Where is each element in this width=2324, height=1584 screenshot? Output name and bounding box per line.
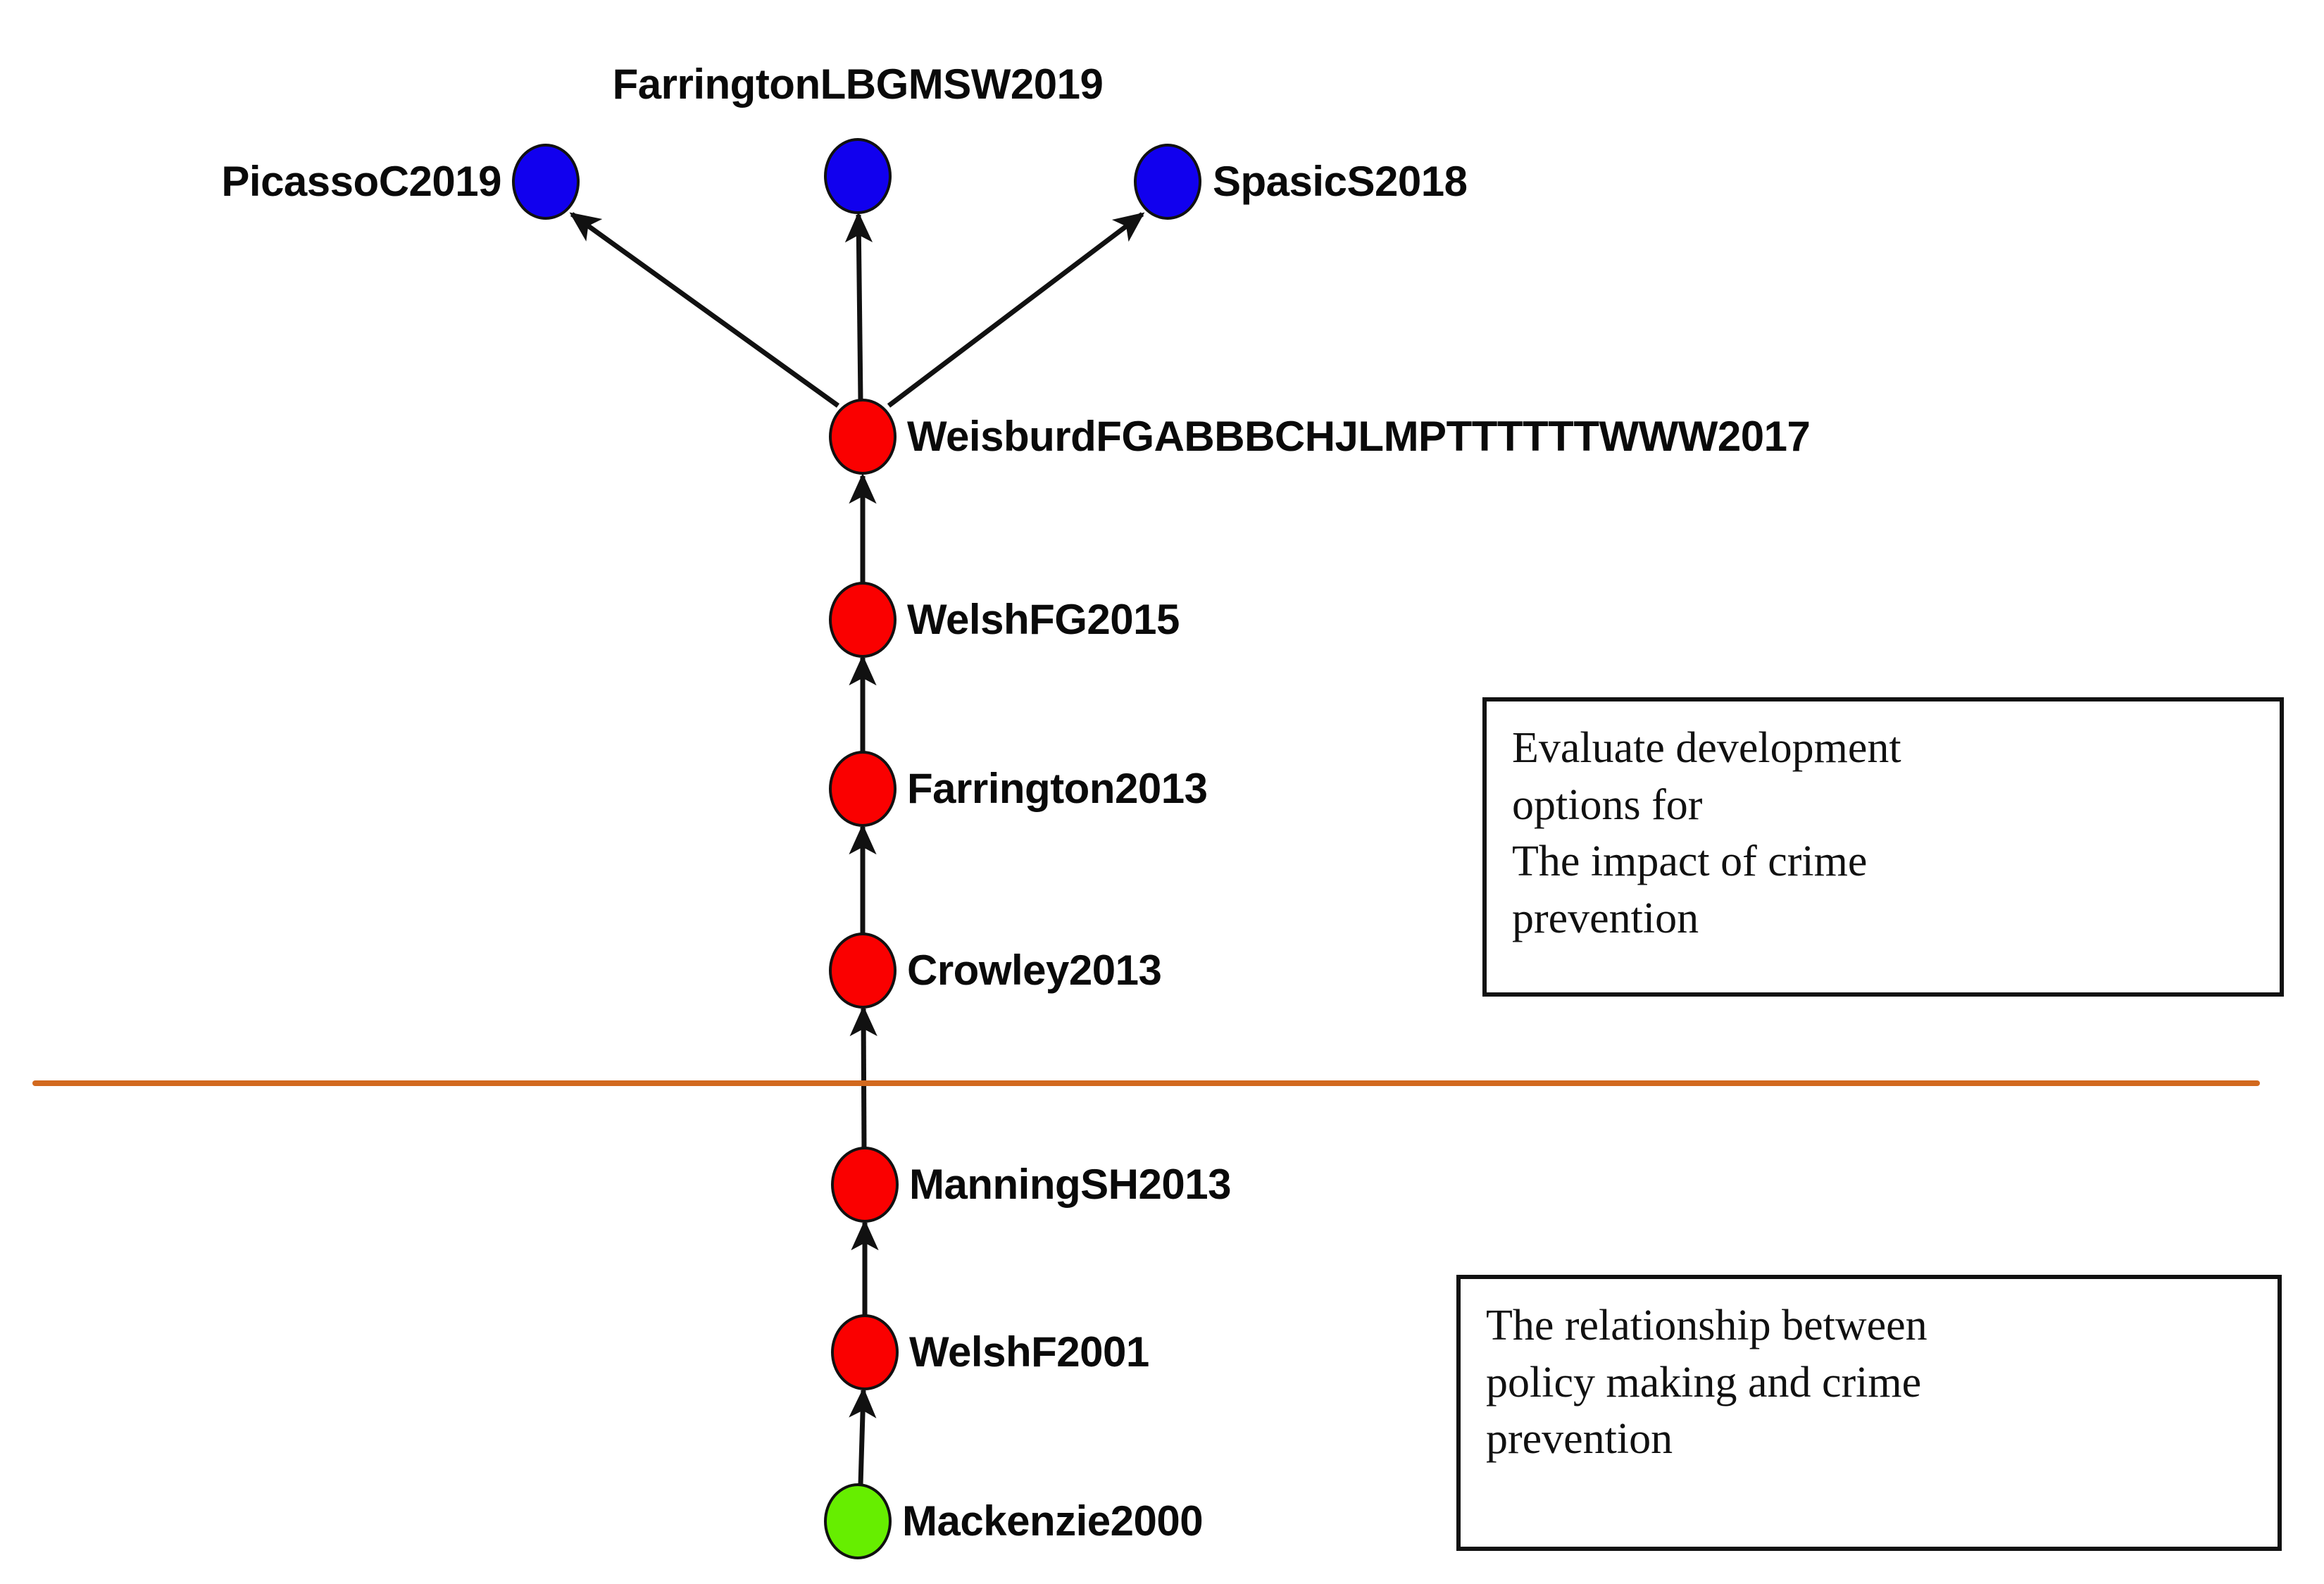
node-farrington19[interactable] (824, 138, 892, 214)
note-line: options for (1512, 780, 1703, 829)
node-welshf01[interactable] (831, 1314, 899, 1390)
note-line: prevention (1486, 1415, 1673, 1464)
note-line: Evaluate development (1512, 724, 1901, 772)
note-line: policy making and crime (1486, 1358, 1922, 1407)
edge-weisburd-to-spasic (887, 212, 1145, 408)
node-label-welshfg15: WelshFG2015 (907, 596, 1180, 643)
node-crowley[interactable] (829, 933, 897, 1009)
note-line: The impact of crime (1512, 837, 1868, 886)
note-box-policy-relationship: The relationship between policy making an… (1456, 1275, 2282, 1551)
node-label-manning: ManningSH2013 (909, 1161, 1231, 1208)
node-label-weisburd: WeisburdFGABBBCHJLMPTTTTTTWWW2017 (907, 413, 1811, 460)
edge-weisburd-to-picasso (569, 212, 840, 408)
note-line: The relationship between (1486, 1302, 1928, 1349)
node-spasic[interactable] (1134, 144, 1201, 220)
node-weisburd[interactable] (829, 399, 897, 475)
edge-manning-to-crowley (849, 1005, 877, 1149)
node-label-spasic: SpasicS2018 (1213, 158, 1468, 205)
node-label-picasso: PicassoC2019 (221, 158, 501, 205)
node-farrington13[interactable] (829, 751, 897, 827)
node-welshfg15[interactable] (829, 582, 897, 658)
edges-layer (569, 211, 1145, 1485)
nodes-layer (512, 138, 1201, 1559)
node-picasso[interactable] (512, 144, 580, 220)
edge-weisburd-to-farrington19 (844, 211, 873, 401)
edge-mackenzie-to-welshf01 (849, 1387, 877, 1485)
node-label-farrington13: Farrington2013 (907, 765, 1208, 812)
node-mackenzie[interactable] (824, 1483, 892, 1559)
node-label-crowley: Crowley2013 (907, 947, 1162, 994)
node-label-welshf01: WelshF2001 (909, 1328, 1149, 1376)
node-label-farrington19: FarringtonLBGMSW2019 (612, 61, 1104, 108)
note-line: prevention (1512, 894, 1699, 942)
node-manning[interactable] (831, 1147, 899, 1223)
node-label-mackenzie: Mackenzie2000 (902, 1497, 1204, 1545)
